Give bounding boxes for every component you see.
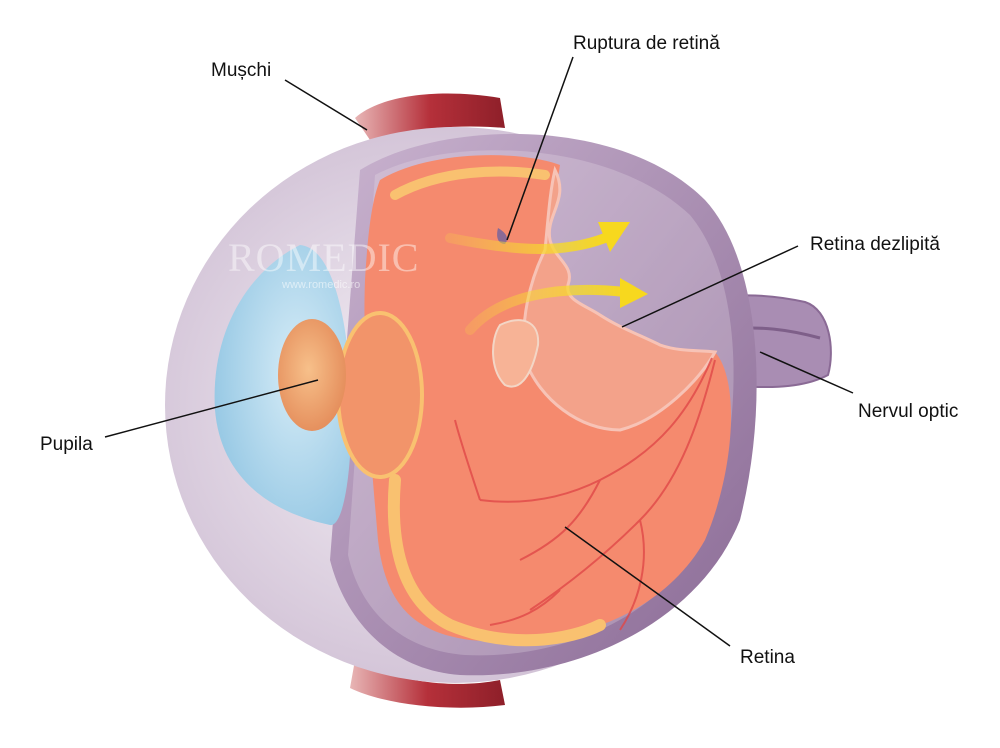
bottom-muscle: [350, 660, 505, 708]
label-retina-dezlipita: Retina dezlipită: [810, 234, 940, 255]
watermark-title: ROMEDIC: [228, 235, 420, 280]
blood-vessels: [454, 357, 716, 631]
top-muscle: [355, 93, 505, 140]
lens: [336, 311, 424, 479]
fluid-arrows: [445, 222, 648, 335]
label-muschi: Mușchi: [211, 60, 272, 81]
label-retina: Retina: [740, 647, 795, 668]
leader-lines: [104, 56, 854, 647]
pupil-lens: [278, 319, 346, 431]
label-nervul-optic: Nervul optic: [858, 401, 959, 422]
label-ruptura: Ruptura de retină: [573, 33, 720, 54]
label-pupila: Pupila: [40, 434, 93, 455]
watermark-url: www.romedic.ro: [282, 279, 361, 291]
